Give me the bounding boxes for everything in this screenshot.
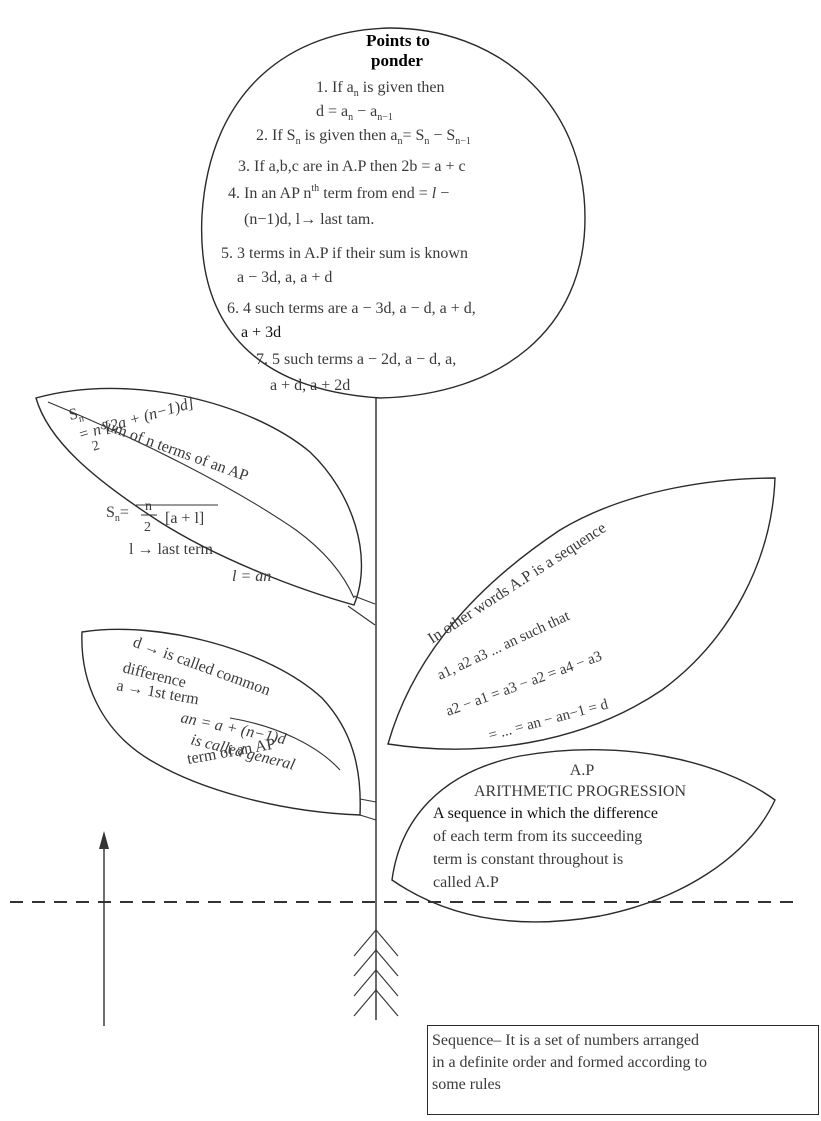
ap-line1: A sequence in which the difference <box>433 805 658 822</box>
leaf-sum-vein <box>47 401 355 599</box>
sequence-box-line3: some rules <box>432 1076 501 1093</box>
point-5-line1: 5. 3 terms in A.P if their sum is known <box>221 245 468 262</box>
ap-title: A.P <box>570 762 595 779</box>
leaf-stalk-common <box>359 798 377 821</box>
sum-formula-2: Sn= n 2 [a + l] <box>106 499 204 535</box>
point-3: 3. If a,b,c are in A.P then 2b = a + c <box>238 158 466 175</box>
svg-text:2: 2 <box>90 438 101 454</box>
leaf-stalk-sum <box>347 595 376 626</box>
leaf-sum-outline <box>35 387 363 606</box>
plant-roots <box>353 929 399 1017</box>
svg-text:2: 2 <box>144 520 151 535</box>
sequence-definition-box: Sequence– It is a set of numbers arrange… <box>427 1025 819 1115</box>
leaf-common-outline <box>81 628 361 816</box>
sum-formula-1: Sn <box>67 404 85 426</box>
point-4-line1: 4. In an AP nth term from end = l − <box>228 183 449 202</box>
point-7-line2: a + d, a + 2d <box>270 377 350 394</box>
point-1-line2: d = an − an−1 <box>316 103 393 123</box>
point-2: 2. If Sn is given then an= Sn − Sn−1 <box>256 127 471 147</box>
point-7-line1: 7. 5 such terms a − 2d, a − d, a, <box>256 351 456 368</box>
flower-title-line1: Points to <box>366 31 430 50</box>
point-1-line1: 1. If an is given then <box>316 79 445 99</box>
ap-line2: of each term from its succeeding <box>433 828 642 845</box>
leaf-sequence-outline <box>387 477 776 750</box>
sequence-box-line1: Sequence– It is a set of numbers arrange… <box>432 1032 700 1049</box>
sequence-line1: In other words A.P is a sequence <box>425 519 609 647</box>
ap-line3: term is constant throughout is <box>433 851 623 868</box>
point-5-line2: a − 3d, a, a + d <box>237 269 332 286</box>
leaf-ap-content: A.P ARITHMETIC PROGRESSION A sequence in… <box>433 762 686 891</box>
sum-last-term: l → last term <box>129 541 214 558</box>
leaf-sum-content: sum of n terms of an AP Sn = n [2a + (n−… <box>67 395 271 585</box>
svg-text:[a + l]: [a + l] <box>165 510 204 527</box>
flower-title-line2: ponder <box>371 51 423 70</box>
leaf-sequence-content: In other words A.P is a sequence a1, a2 … <box>425 519 611 743</box>
svg-text:n: n <box>145 499 152 514</box>
point-6-line1: 6. 4 such terms are a − 3d, a − d, a + d… <box>227 300 476 317</box>
points-to-ponder: Points to ponder 1. If an is given then … <box>221 31 476 394</box>
leaf-common-content: d → is called common difference a → 1st … <box>115 634 297 774</box>
point-4-line2: (n−1)d, l→ last tam. <box>244 211 374 228</box>
sum-l-equals-an: l = an <box>232 568 271 585</box>
ap-line4: called A.P <box>433 874 499 891</box>
flower-head-outline <box>200 27 586 399</box>
sequence-line4: = ... = an − an−1 = d <box>487 696 611 743</box>
point-6-line2: a + 3d <box>241 324 281 341</box>
growth-arrow-icon <box>99 831 109 1026</box>
svg-text:Sn: Sn <box>67 404 85 426</box>
sequence-box-line2: in a definite order and formed according… <box>432 1054 707 1071</box>
ap-subtitle: ARITHMETIC PROGRESSION <box>474 783 686 800</box>
leaf-ap-outline <box>391 748 776 923</box>
svg-text:Sn=: Sn= <box>106 504 129 524</box>
leaf-common-vein <box>229 717 341 771</box>
